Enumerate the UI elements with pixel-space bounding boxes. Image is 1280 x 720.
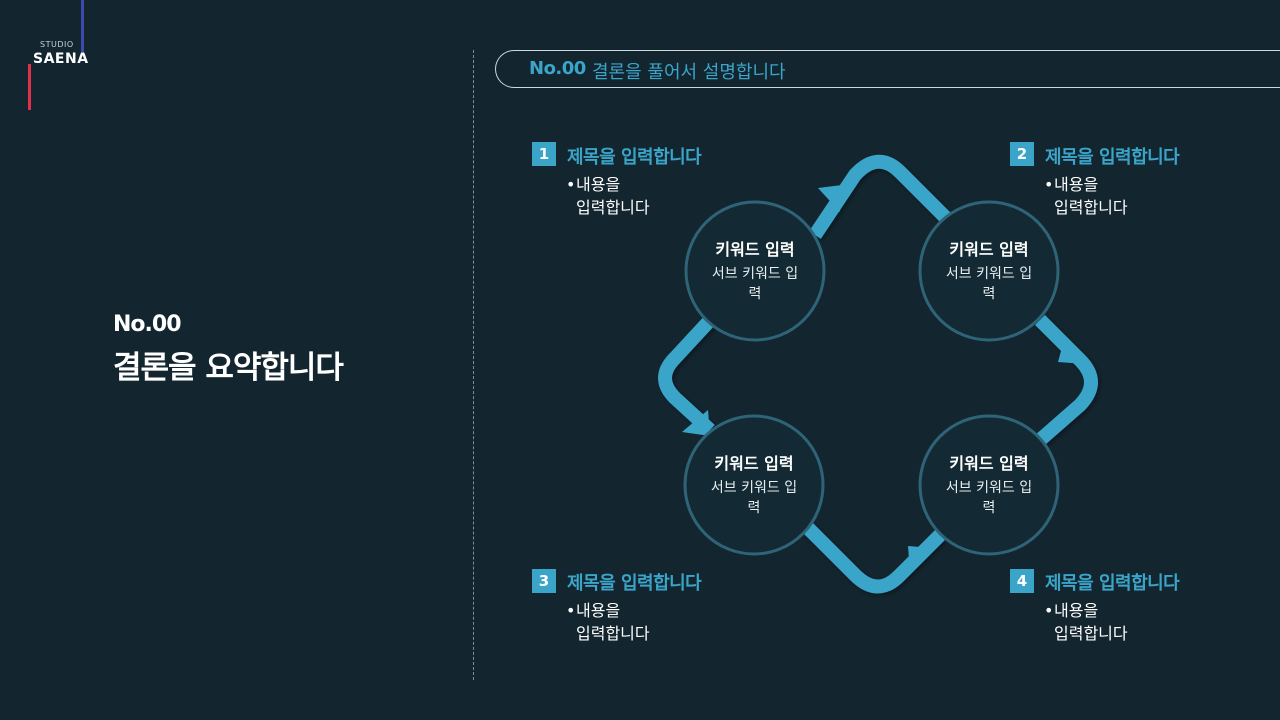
node-4-sub: 서브 키워드 입력: [945, 480, 1033, 516]
item-1-title: 제목을 입력합니다: [567, 147, 702, 168]
node-3-sub: 서브 키워드 입력: [710, 480, 798, 516]
flow-arrow-1: [818, 185, 842, 212]
item-1-line2: 입력합니다: [576, 198, 650, 217]
item-3-body: 내용을 입력합니다: [576, 599, 716, 645]
logo-red-bar: [28, 64, 31, 110]
item-2-body: 내용을 입력합니다: [1054, 173, 1194, 219]
node-2-keyword: 키워드 입력: [949, 240, 1029, 259]
item-1-badge: 1: [532, 142, 556, 166]
summary-title: 결론을 요약합니다: [113, 350, 344, 386]
node-circle-1: [684, 200, 826, 342]
flow-arrow-4: [682, 410, 710, 436]
node-1-keyword: 키워드 입력: [715, 240, 795, 259]
node-4-keyword: 키워드 입력: [949, 454, 1029, 473]
logo-blue-bar: [81, 0, 84, 52]
node-4: 키워드 입력 서브 키워드 입력: [919, 452, 1059, 518]
node-1-sub: 서브 키워드 입력: [711, 266, 799, 302]
item-2-title: 제목을 입력합니다: [1045, 147, 1180, 168]
node-3: 키워드 입력 서브 키워드 입력: [684, 452, 824, 518]
item-3-line1: 내용을: [576, 599, 716, 622]
item-2-line2: 입력합니다: [1054, 198, 1128, 217]
node-circle-4: [918, 414, 1060, 556]
item-4-title: 제목을 입력합니다: [1045, 573, 1180, 594]
flow-arrow-2: [1058, 340, 1085, 364]
summary-number: No.00: [113, 312, 181, 337]
item-3-line2: 입력합니다: [576, 624, 650, 643]
item-4-body: 내용을 입력합니다: [1054, 599, 1194, 645]
logo-studio-text: STUDIO: [40, 40, 74, 49]
node-2-sub: 서브 키워드 입력: [945, 266, 1033, 302]
item-3-badge: 3: [532, 569, 556, 593]
item-2-badge: 2: [1010, 142, 1034, 166]
item-4-badge: 4: [1010, 569, 1034, 593]
node-3-keyword: 키워드 입력: [714, 454, 794, 473]
flow-arrow-3: [908, 546, 932, 572]
item-1-body: 내용을 입력합니다: [576, 173, 716, 219]
item-2-line1: 내용을: [1054, 173, 1194, 196]
item-4-line1: 내용을: [1054, 599, 1194, 622]
item-1-line1: 내용을: [576, 173, 716, 196]
node-1: 키워드 입력 서브 키워드 입력: [685, 238, 825, 304]
studio-saena-logo: STUDIO SAENA: [28, 0, 98, 112]
vertical-divider: [473, 50, 474, 680]
logo-saena-text: SAENA: [33, 51, 89, 67]
item-4-line2: 입력합니다: [1054, 624, 1128, 643]
node-circle-3: [683, 414, 825, 556]
node-circle-2: [918, 200, 1060, 342]
header-number: No.00: [529, 58, 586, 79]
header-text: 결론을 풀어서 설명합니다: [592, 62, 786, 83]
header-pill: [495, 50, 1280, 88]
node-2: 키워드 입력 서브 키워드 입력: [919, 238, 1059, 304]
item-3-title: 제목을 입력합니다: [567, 573, 702, 594]
